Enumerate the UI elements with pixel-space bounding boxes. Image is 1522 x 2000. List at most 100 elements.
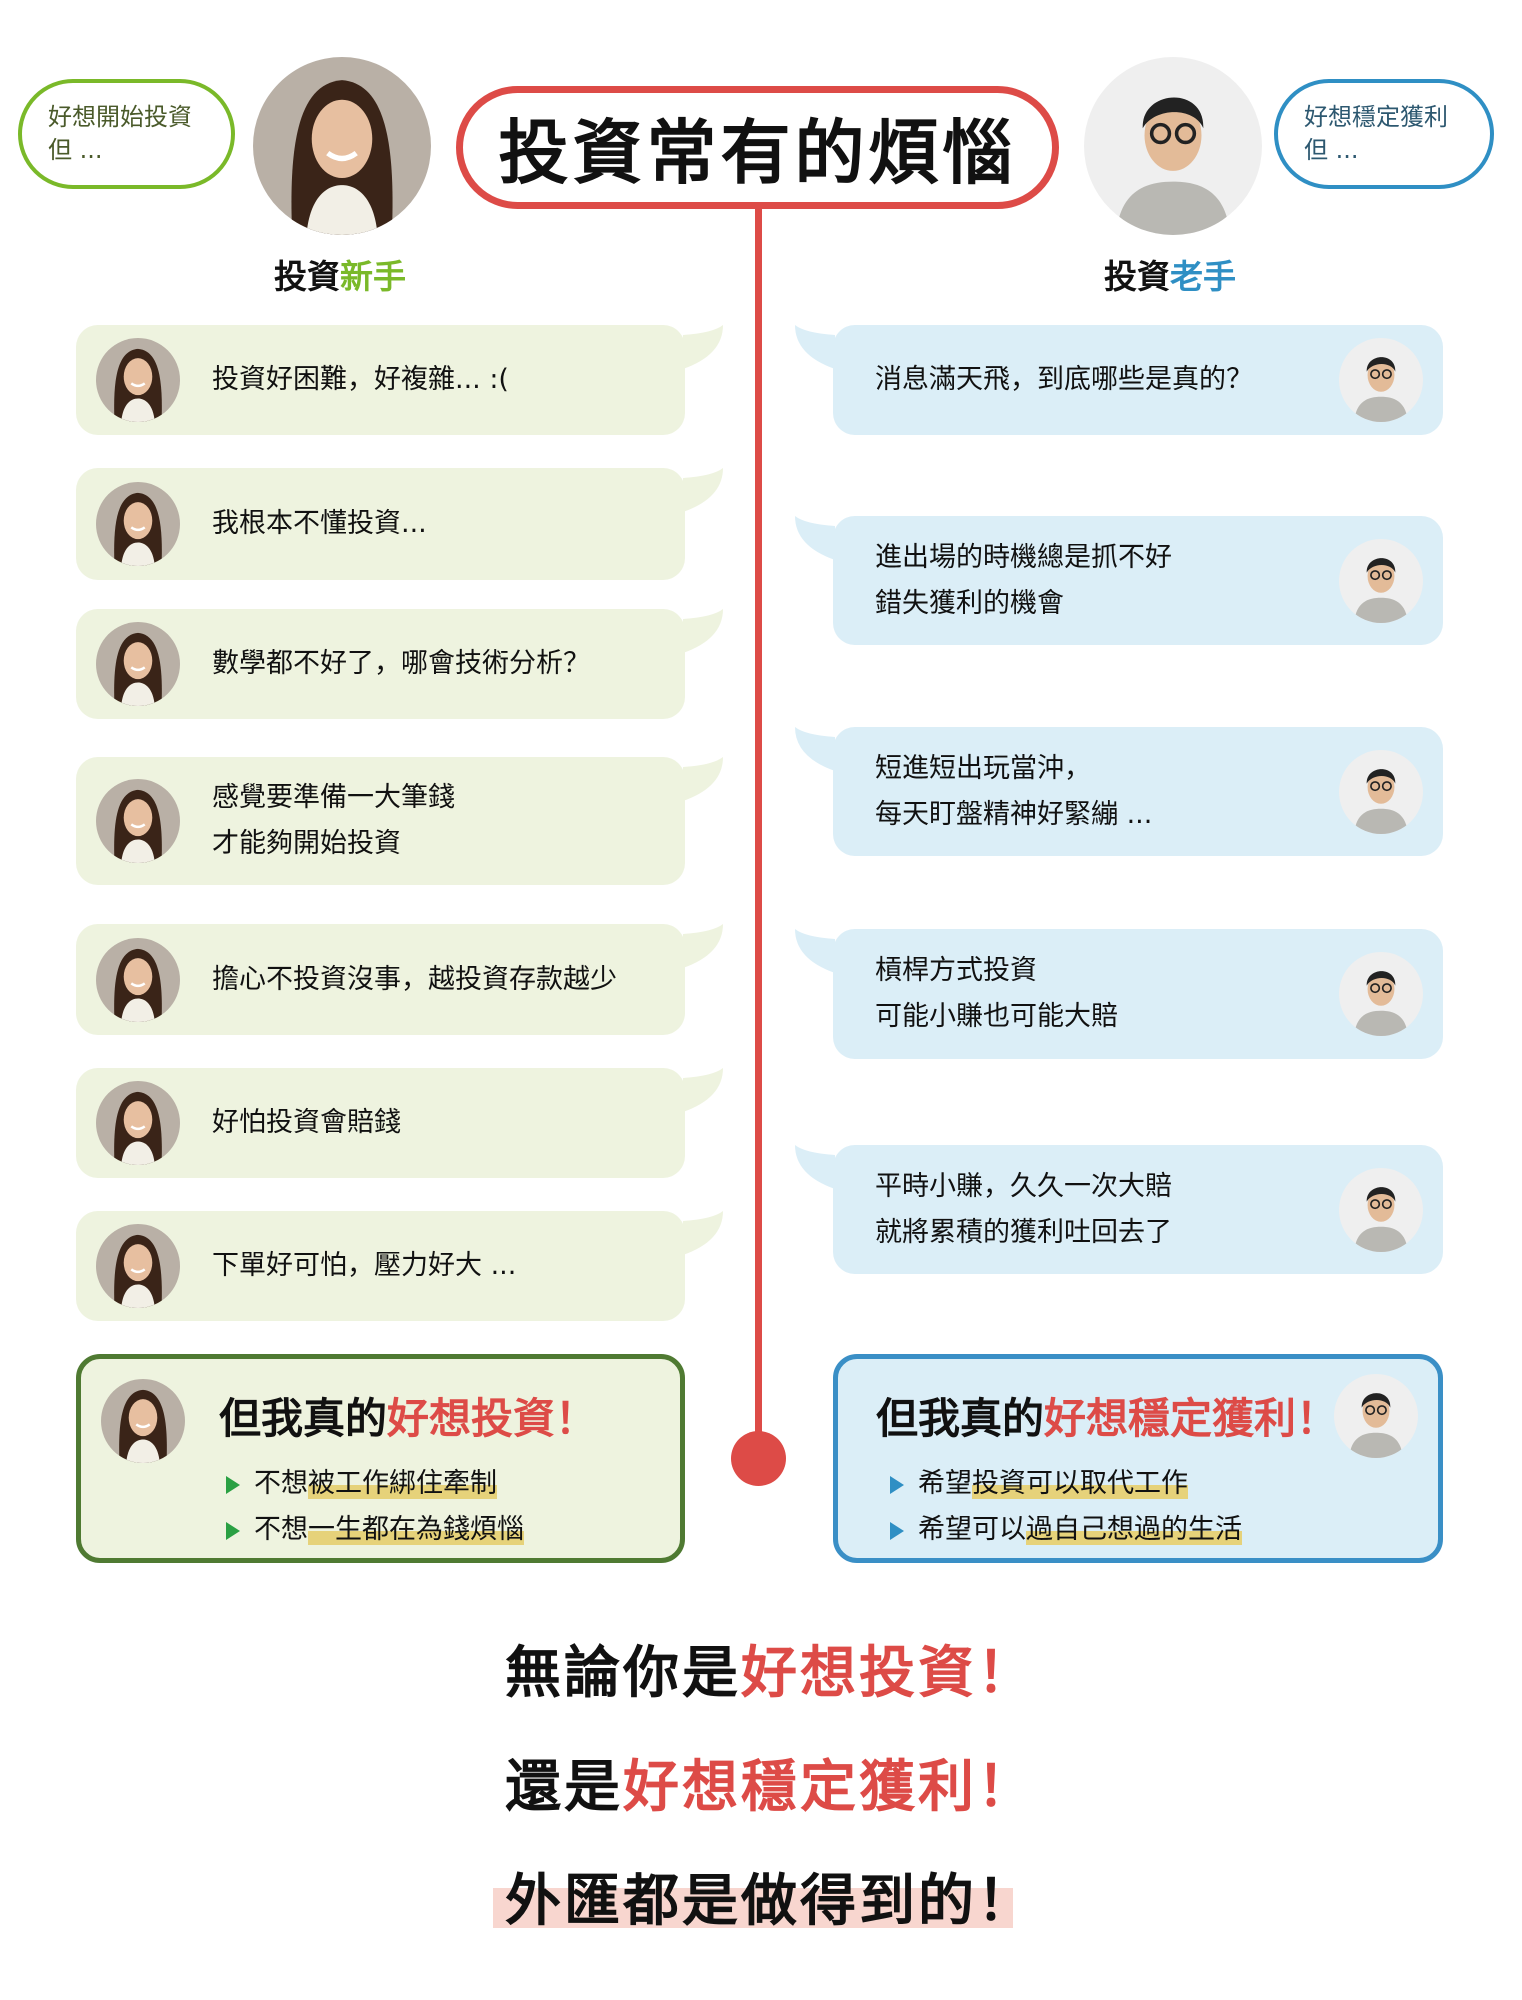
triangle-bullet-icon bbox=[226, 1475, 240, 1494]
triangle-bullet-icon bbox=[890, 1475, 904, 1494]
worry-bubble: 進出場的時機總是抓不好錯失獲利的機會 bbox=[795, 516, 1443, 645]
wish-item: 不想被工作綁住牽制 bbox=[226, 1461, 524, 1507]
beginner-label: 投資新手 bbox=[274, 250, 406, 298]
avatar bbox=[1339, 338, 1423, 422]
worry-line: 平時小賺，久久一次大賠 bbox=[875, 1170, 1172, 1202]
thought-line: 好想開始投資 bbox=[48, 103, 192, 131]
closing-line-2: 還是好想穩定獲利！ bbox=[505, 1755, 1036, 1820]
worry-text: 我根本不懂投資... bbox=[212, 501, 427, 547]
thought-line: 但 ... bbox=[48, 136, 103, 164]
worry-text: 下單好可怕，壓力好大 ... bbox=[212, 1243, 516, 1289]
veteran-conclusion-box: 但我真的好想穩定獲利！ 希望投資可以取代工作 希望可以過自己想過的生活 bbox=[833, 1354, 1443, 1563]
bubble-tail bbox=[795, 516, 835, 560]
beginner-avatar bbox=[253, 57, 431, 235]
bubble-tail bbox=[795, 325, 835, 369]
bubble-tail bbox=[683, 1211, 723, 1255]
worry-line: 進出場的時機總是抓不好 bbox=[875, 541, 1172, 573]
worry-text: 平時小賺，久久一次大賠就將累積的獲利吐回去了 bbox=[875, 1164, 1172, 1256]
worry-text: 短進短出玩當沖， 每天盯盤精神好緊繃 ... bbox=[875, 746, 1152, 838]
worry-bubble: 感覺要準備一大筆錢才能夠開始投資 bbox=[76, 757, 723, 885]
worry-bubble: 槓桿方式投資可能小賺也可能大賠 bbox=[795, 929, 1443, 1059]
bubble-tail bbox=[795, 929, 835, 973]
thought-line: 但 ... bbox=[1304, 136, 1359, 164]
avatar bbox=[1339, 750, 1423, 834]
worry-text: 進出場的時機總是抓不好錯失獲利的機會 bbox=[875, 535, 1172, 627]
worry-line: 每天盯盤精神好緊繃 ... bbox=[875, 798, 1153, 830]
page-title: 投資常有的煩惱 bbox=[456, 86, 1059, 209]
wish-item: 希望可以過自己想過的生活 bbox=[890, 1507, 1242, 1553]
worry-line: 錯失獲利的機會 bbox=[875, 587, 1064, 619]
worry-line: 好怕投資會賠錢 bbox=[212, 1107, 401, 1138]
worry-line: 我根本不懂投資... bbox=[212, 508, 427, 539]
worry-line: 數學都不好了，哪會技術分析？ bbox=[212, 648, 590, 679]
worry-bubble: 好怕投資會賠錢 bbox=[76, 1068, 723, 1178]
worry-line: 短進短出玩當沖， bbox=[875, 752, 1091, 784]
worry-line: 槓桿方式投資 bbox=[875, 955, 1037, 986]
veteran-avatar-small bbox=[1334, 1374, 1418, 1458]
conclusion-emphasis: 好想投資！ bbox=[387, 1394, 598, 1443]
role-emphasis: 老手 bbox=[1170, 257, 1236, 296]
avatar bbox=[1339, 952, 1423, 1036]
timeline-end-dot bbox=[731, 1431, 786, 1486]
worry-bubble: 下單好可怕，壓力好大 ... bbox=[76, 1211, 723, 1321]
worry-text: 數學都不好了，哪會技術分析？ bbox=[212, 641, 590, 687]
avatar bbox=[96, 1081, 180, 1165]
worry-text: 消息滿天飛，到底哪些是真的？ bbox=[875, 357, 1253, 403]
bubble-tail bbox=[683, 1068, 723, 1112]
avatar bbox=[96, 338, 180, 422]
worry-bubble: 短進短出玩當沖， 每天盯盤精神好緊繃 ... bbox=[795, 727, 1443, 856]
worry-text: 投資好困難，好複雜... :( bbox=[212, 357, 509, 403]
beginner-thought-bubble: 好想開始投資 但 ... bbox=[18, 79, 235, 189]
worry-text: 好怕投資會賠錢 bbox=[212, 1100, 401, 1146]
conclusion-emphasis: 好想穩定獲利！ bbox=[1044, 1394, 1339, 1443]
worry-text: 槓桿方式投資可能小賺也可能大賠 bbox=[875, 948, 1118, 1040]
bubble-tail bbox=[683, 325, 723, 369]
wish-item: 希望投資可以取代工作 bbox=[890, 1461, 1242, 1507]
bubble-tail bbox=[683, 757, 723, 801]
worry-line: 就將累積的獲利吐回去了 bbox=[875, 1216, 1172, 1248]
worry-bubble: 消息滿天飛，到底哪些是真的？ bbox=[795, 325, 1443, 435]
conclusion-prefix: 但我真的 bbox=[876, 1394, 1045, 1443]
worry-bubble: 擔心不投資沒事，越投資存款越少 bbox=[76, 924, 723, 1035]
worry-line: 下單好可怕，壓力好大 ... bbox=[212, 1250, 517, 1281]
closing-line-3: 外匯都是做得到的！ bbox=[505, 1869, 1036, 1934]
veteran-thought-bubble: 好想穩定獲利 但 ... bbox=[1274, 79, 1494, 189]
bubble-tail bbox=[795, 1145, 835, 1189]
worry-line: 感覺要準備一大筆錢 bbox=[212, 782, 455, 813]
closing-line-1: 無論你是好想投資！ bbox=[505, 1641, 1036, 1706]
avatar bbox=[96, 938, 180, 1022]
bubble-tail bbox=[683, 924, 723, 968]
wish-item: 不想一生都在為錢煩惱 bbox=[226, 1507, 524, 1553]
worry-bubble: 投資好困難，好複雜... :( bbox=[76, 325, 723, 435]
avatar bbox=[96, 1224, 180, 1308]
avatar bbox=[96, 482, 180, 566]
timeline-line bbox=[755, 205, 762, 1460]
worry-line: 擔心不投資沒事，越投資存款越少 bbox=[212, 963, 617, 995]
role-emphasis: 新手 bbox=[340, 257, 406, 296]
beginner-avatar-small bbox=[101, 1379, 185, 1463]
worry-line: 才能夠開始投資 bbox=[212, 828, 401, 859]
beginner-conclusion-box: 但我真的好想投資！ 不想被工作綁住牽制 不想一生都在為錢煩惱 bbox=[76, 1354, 685, 1563]
triangle-bullet-icon bbox=[226, 1521, 240, 1540]
bubble-tail bbox=[795, 727, 835, 771]
conclusion-prefix: 但我真的 bbox=[219, 1394, 388, 1443]
bubble-tail bbox=[683, 468, 723, 512]
highlight-band bbox=[493, 1888, 1013, 1928]
worry-bubble: 我根本不懂投資... bbox=[76, 468, 723, 580]
avatar bbox=[1339, 1168, 1423, 1252]
veteran-avatar bbox=[1084, 57, 1262, 235]
triangle-bullet-icon bbox=[890, 1521, 904, 1540]
worry-line: 消息滿天飛，到底哪些是真的？ bbox=[875, 364, 1253, 395]
worry-line: 投資好困難，好複雜... :( bbox=[212, 364, 509, 395]
thought-line: 好想穩定獲利 bbox=[1304, 103, 1448, 131]
role-label: 投資 bbox=[1104, 257, 1170, 296]
worry-text: 感覺要準備一大筆錢才能夠開始投資 bbox=[212, 775, 455, 867]
avatar bbox=[96, 779, 180, 863]
bubble-tail bbox=[683, 609, 723, 653]
veteran-label: 投資老手 bbox=[1104, 250, 1236, 298]
worry-bubble: 平時小賺，久久一次大賠就將累積的獲利吐回去了 bbox=[795, 1145, 1443, 1274]
worry-bubble: 數學都不好了，哪會技術分析？ bbox=[76, 609, 723, 719]
worry-text: 擔心不投資沒事，越投資存款越少 bbox=[212, 957, 617, 1003]
role-label: 投資 bbox=[274, 257, 340, 296]
avatar bbox=[1339, 539, 1423, 623]
